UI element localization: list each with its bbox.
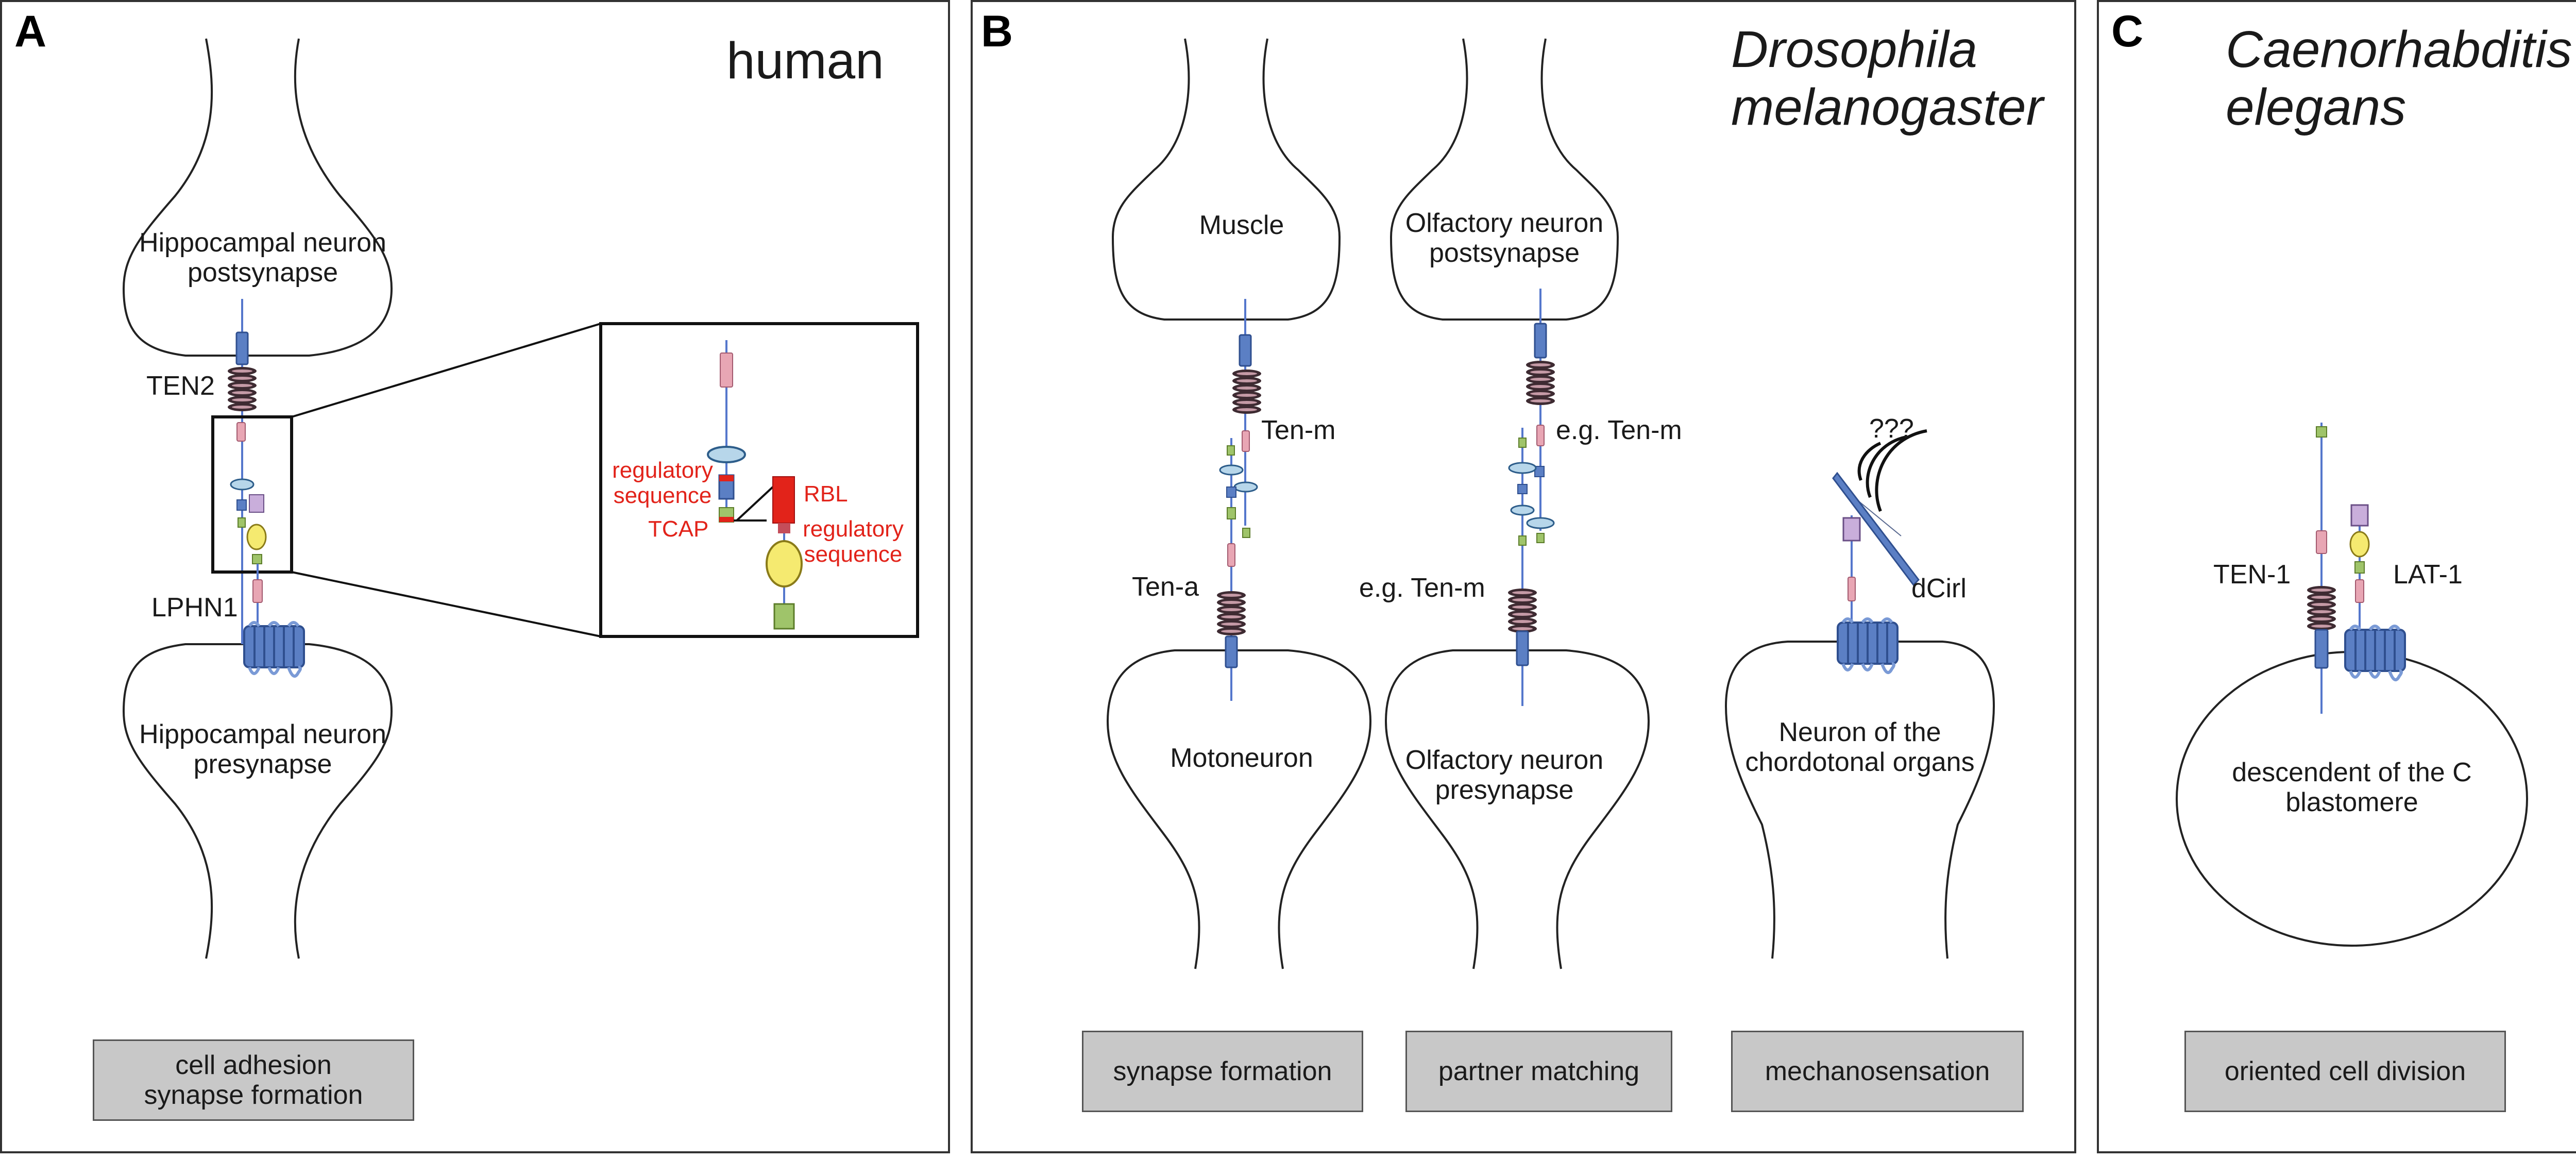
muscle-cell (1111, 38, 1341, 321)
chordotonal-neuron-label: Neuron of the chordotonal organs (1745, 717, 1975, 778)
panel-c-letter: C (2111, 7, 2144, 56)
inset-protein-detail (707, 340, 803, 630)
b-col1-proteins (1217, 299, 1261, 701)
presynapse-label-a: Hippocampal neuron presynapse (139, 719, 386, 780)
tcap-label: TCAP (648, 516, 709, 542)
eg-ten-m-bottom-label: e.g. Ten-m (1359, 573, 1485, 603)
panel-b-title: Drosophila melanogaster (1731, 21, 2043, 136)
eg-ten-m-top-label: e.g. Ten-m (1556, 415, 1682, 445)
sound-wave-arcs (1857, 429, 1927, 512)
panel-a-letter: A (14, 7, 47, 56)
chordotonal-neuron-cell (1724, 641, 1995, 959)
postsynapse-label-a: Hippocampal neuron postsynapse (139, 228, 386, 288)
ten1-label: TEN-1 (2213, 560, 2291, 590)
function-box-mechanosensation: mechanosensation (1731, 1031, 2024, 1112)
lphn1-protein (244, 564, 304, 676)
panel-b-letter: B (981, 7, 1013, 56)
ten2-extracellular-domains (230, 422, 267, 564)
function-box-oriented-cell-division: oriented cell division (2184, 1031, 2506, 1112)
muscle-label: Muscle (1199, 210, 1284, 240)
panel-a-title: human (726, 32, 884, 90)
zoom-source-box (211, 415, 293, 574)
motoneuron-label: Motoneuron (1170, 743, 1313, 773)
panel-c-title: Caenorhabditis elegans (2226, 21, 2572, 136)
panel-a-cells (122, 38, 393, 959)
lat1-label: LAT-1 (2393, 560, 2463, 590)
function-box-a: cell adhesion synapse formation (93, 1039, 414, 1121)
zoom-inset-box (599, 322, 919, 638)
olfactory-presynapse-label: Olfactory neuron presynapse (1405, 745, 1604, 805)
function-box-synapse-formation: synapse formation (1082, 1031, 1363, 1112)
dcirl-receptor (1832, 429, 1927, 673)
presynaptic-neuron-a (122, 643, 393, 959)
ten2-label: TEN2 (146, 371, 215, 401)
c-blastomere-label: descendent of the C blastomere (2232, 758, 2472, 818)
panel-b-frame (971, 0, 2076, 1153)
panel-c-frame (2097, 0, 2576, 1153)
dcirl-label: dCirl (1911, 574, 1967, 603)
function-box-partner-matching: partner matching (1405, 1031, 1672, 1112)
olfactory-postsynapse-label: Olfactory neuron postsynapse (1405, 208, 1604, 268)
ten-a-label: Ten-a (1132, 572, 1199, 602)
mechanical-stimulus-rod (1832, 472, 1920, 586)
zoom-lines (291, 323, 601, 637)
rbl-label: RBL (804, 481, 848, 507)
olfactory-postsynapse-cell (1389, 38, 1619, 321)
unknown-stimulus-label: ??? (1869, 414, 1914, 444)
lat1-protein (2345, 504, 2405, 680)
panel-a-frame (0, 0, 950, 1153)
ten-m-label: Ten-m (1261, 415, 1336, 445)
regulatory-sequence-right-label: regulatory sequence (803, 516, 904, 567)
postsynaptic-neuron-a (122, 38, 393, 357)
ten2-protein (228, 299, 257, 644)
motoneuron-cell (1106, 649, 1372, 969)
ten1-protein (2307, 423, 2336, 714)
b-col2-proteins (1508, 289, 1555, 706)
lphn1-label: LPHN1 (151, 593, 238, 623)
olfactory-presynapse-cell (1384, 649, 1650, 969)
regulatory-sequence-left-label: regulatory sequence (612, 458, 713, 509)
